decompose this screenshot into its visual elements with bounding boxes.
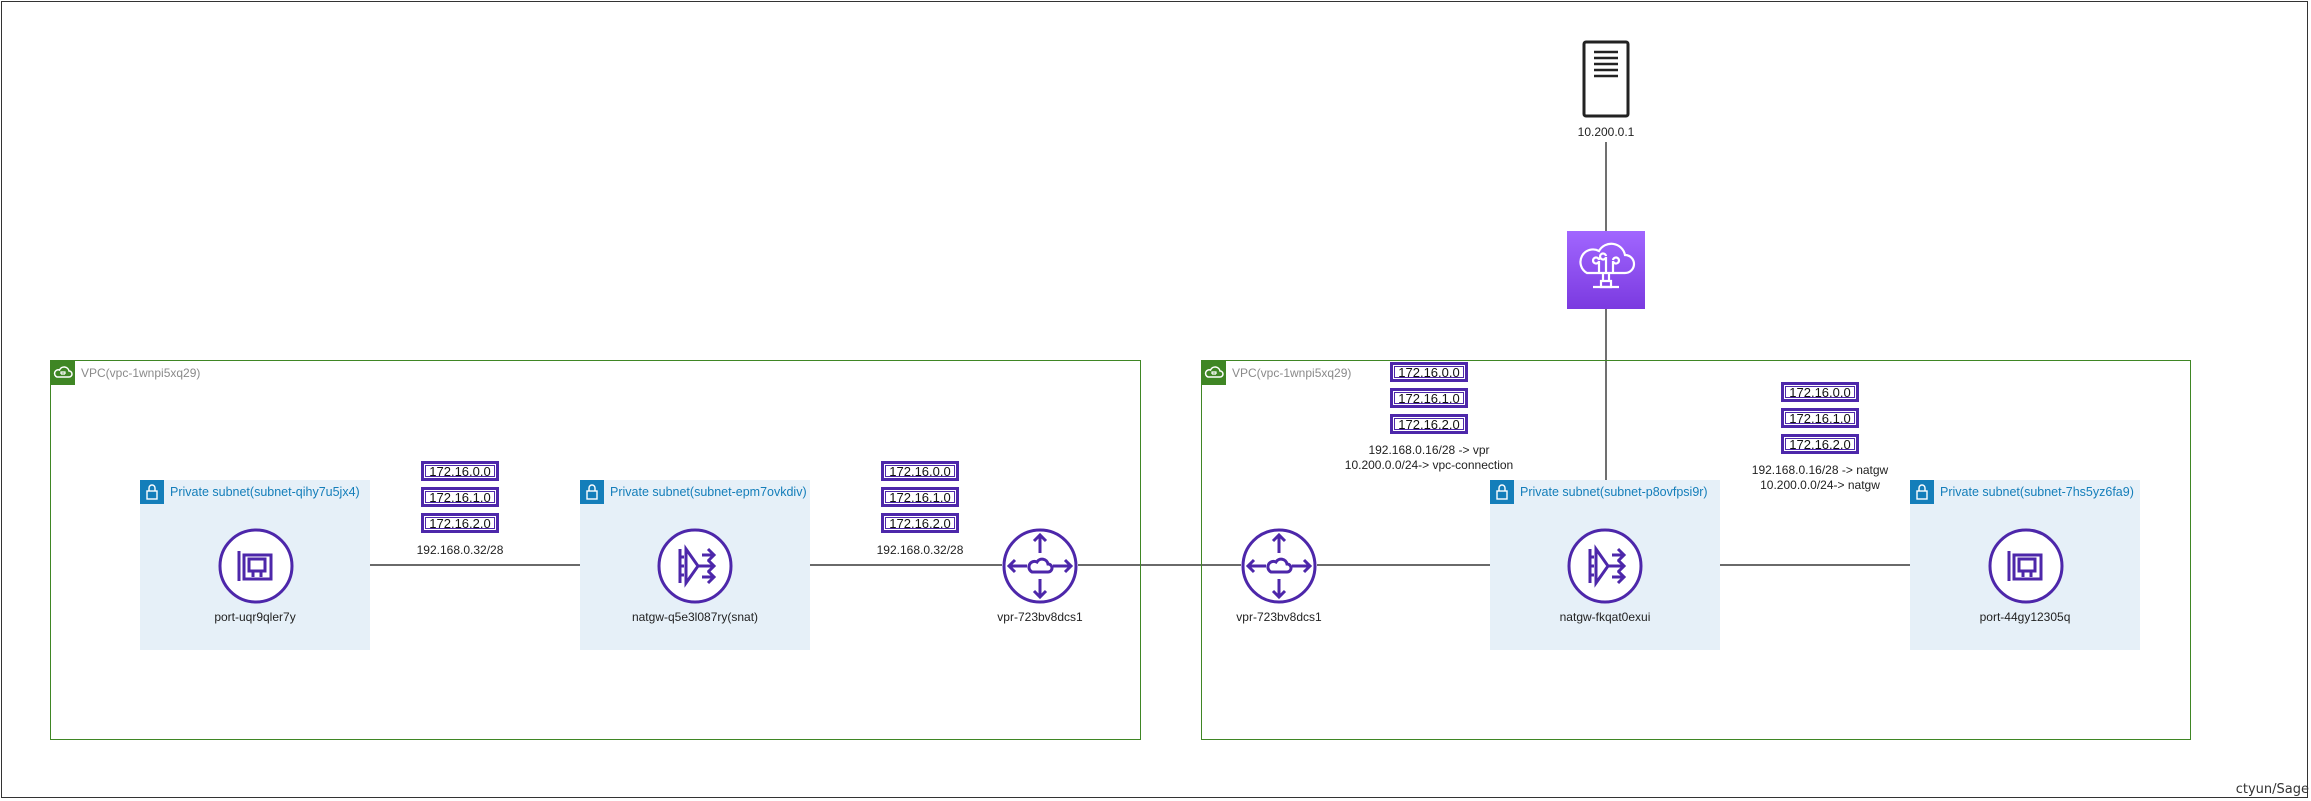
- route-entry: 172.16.1.0: [1781, 408, 1859, 428]
- route-entry: 172.16.0.0: [881, 461, 959, 481]
- vpc-connection-gateway[interactable]: [1567, 231, 1645, 309]
- route-entry: 172.16.0.0: [1390, 362, 1468, 382]
- route-text: 192.168.0.16/28 -> vpr: [1368, 443, 1490, 457]
- route-text: 10.200.0.0/24-> natgw: [1760, 478, 1880, 492]
- server-icon[interactable]: [1582, 40, 1630, 118]
- vpr-right-label: vpr-723bv8dcs1: [1236, 610, 1322, 624]
- vpc-cloud-icon: [51, 361, 75, 385]
- port-left-label: port-uqr9qler7y: [214, 610, 296, 624]
- network-interface-icon[interactable]: [217, 527, 295, 605]
- nat-gateway-icon[interactable]: [656, 527, 734, 605]
- subnet-label: Private subnet(subnet-epm7ovkdiv): [610, 485, 807, 499]
- network-interface-icon[interactable]: [1987, 527, 2065, 605]
- server-ip-label: 10.200.0.1: [1577, 125, 1635, 139]
- vpc-cloud-icon: [1202, 361, 1226, 385]
- route-text: 10.200.0.0/24-> vpc-connection: [1344, 458, 1514, 472]
- subnet-label: Private subnet(subnet-7hs5yz6fa9): [1940, 485, 2134, 499]
- watermark: ctyun/Sage: [2235, 782, 2309, 797]
- route-entry: 172.16.1.0: [1390, 388, 1468, 408]
- lock-icon: [1910, 480, 1934, 504]
- cloud-connection-icon: [1579, 242, 1636, 289]
- route-text: 192.168.0.16/28 -> natgw: [1751, 463, 1889, 477]
- router-icon[interactable]: [1001, 527, 1079, 605]
- lock-icon: [580, 480, 604, 504]
- subnet-label: Private subnet(subnet-p8ovfpsi9r): [1520, 485, 1708, 499]
- nat-gateway-icon[interactable]: [1566, 527, 1644, 605]
- lock-icon: [1490, 480, 1514, 504]
- vpc-right: VPC(vpc-1wnpi5xq29): [1201, 360, 2191, 740]
- route-text: 192.168.0.32/28: [416, 543, 504, 557]
- route-table-3-routes: 192.168.0.16/28 -> vpr 10.200.0.0/24-> v…: [1345, 443, 1513, 473]
- route-entry: 172.16.2.0: [881, 513, 959, 533]
- vpc-label: VPC(vpc-1wnpi5xq29): [81, 366, 201, 380]
- natgw-right-label: natgw-fkqat0exui: [1559, 610, 1651, 624]
- route-entry: 172.16.2.0: [421, 513, 499, 533]
- route-table-2-routes: 192.168.0.32/28: [877, 543, 964, 558]
- vpr-left-label: vpr-723bv8dcs1: [997, 610, 1083, 624]
- natgw-left-label: natgw-q5e3l087ry(snat): [631, 610, 759, 624]
- route-entry: 172.16.1.0: [421, 487, 499, 507]
- subnet-7hs5yz6fa9: Private subnet(subnet-7hs5yz6fa9): [1910, 480, 2140, 650]
- route-entry: 172.16.1.0: [881, 487, 959, 507]
- route-table-4-routes: 192.168.0.16/28 -> natgw 10.200.0.0/24->…: [1752, 463, 1888, 493]
- route-table-1-routes: 192.168.0.32/28: [417, 543, 504, 558]
- route-entry: 172.16.2.0: [1781, 434, 1859, 454]
- route-entry: 172.16.2.0: [1390, 414, 1468, 434]
- route-text: 192.168.0.32/28: [876, 543, 964, 557]
- route-table-1: 172.16.0.0 172.16.1.0 172.16.2.0: [421, 461, 499, 539]
- route-table-2: 172.16.0.0 172.16.1.0 172.16.2.0: [881, 461, 959, 539]
- vpc-left: VPC(vpc-1wnpi5xq29): [50, 360, 1141, 740]
- vpc-label: VPC(vpc-1wnpi5xq29): [1232, 366, 1352, 380]
- port-right-label: port-44gy12305q: [1979, 610, 2071, 624]
- subnet-label: Private subnet(subnet-qihy7u5jx4): [170, 485, 360, 499]
- lock-icon: [140, 480, 164, 504]
- route-table-4: 172.16.0.0 172.16.1.0 172.16.2.0: [1781, 382, 1859, 460]
- route-table-3: 172.16.0.0 172.16.1.0 172.16.2.0: [1390, 362, 1468, 440]
- route-entry: 172.16.0.0: [421, 461, 499, 481]
- router-icon[interactable]: [1240, 527, 1318, 605]
- route-entry: 172.16.0.0: [1781, 382, 1859, 402]
